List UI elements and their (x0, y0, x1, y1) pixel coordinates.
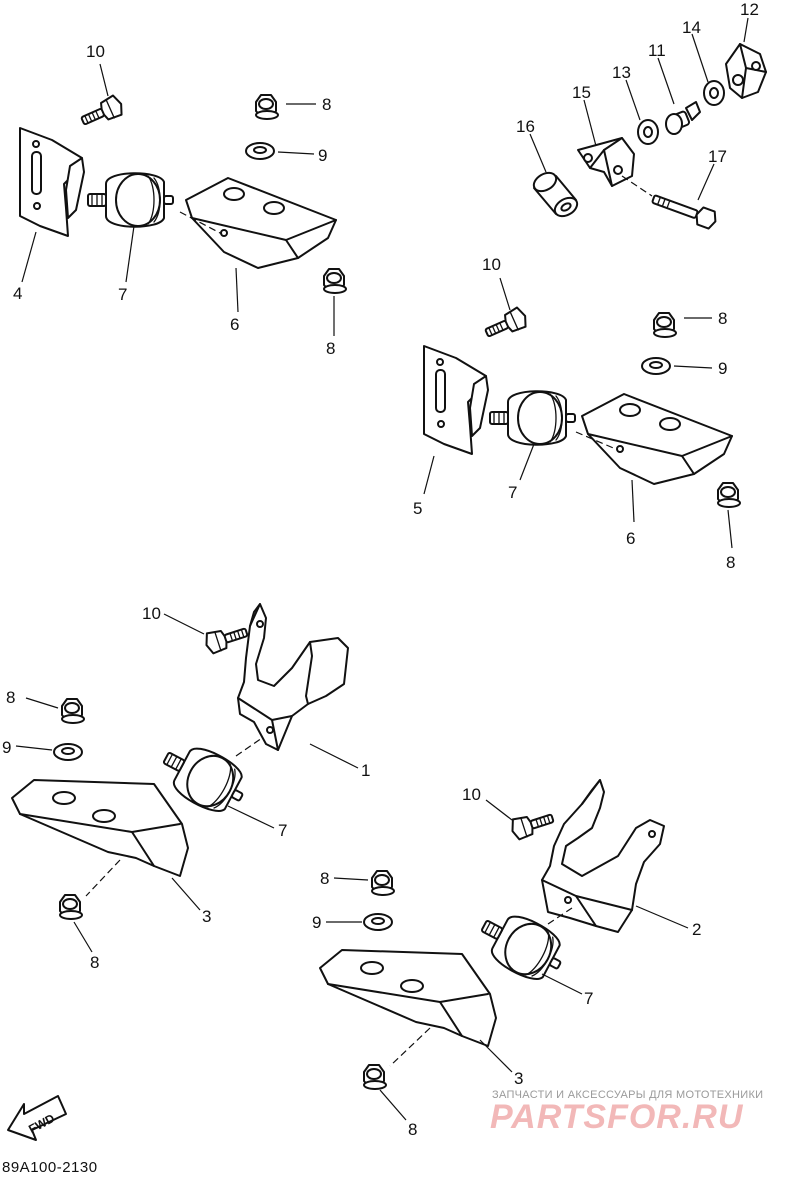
nut-part-8-c (653, 312, 677, 338)
callout-14: 14 (682, 18, 701, 37)
assembly-lower-right: 10 8 9 2 7 3 8 (312, 779, 701, 1139)
callout-9-a: 9 (318, 146, 327, 165)
nut-part-8-e (61, 698, 85, 724)
washer-part-9-d (363, 913, 393, 931)
bracket-part-2 (541, 779, 665, 933)
callout-6-b: 6 (626, 529, 635, 548)
callout-9-c: 9 (2, 738, 11, 757)
bracket-part-5 (423, 345, 489, 455)
nut-part-8-g (371, 870, 395, 896)
callout-8-e: 8 (6, 688, 15, 707)
washer-part-9-a (245, 142, 275, 160)
bolt-part-10-d (508, 806, 557, 842)
callout-10-a: 10 (86, 42, 105, 61)
bracket-part-1 (237, 603, 349, 751)
damper-part-7-b (489, 390, 576, 446)
callout-8-h: 8 (408, 1120, 417, 1139)
stay-part-3-b (319, 949, 497, 1047)
watermark-logo: PARTSFOR.RU (490, 1098, 744, 1136)
callout-13: 13 (612, 63, 631, 82)
bracket-part-4 (19, 127, 85, 237)
nut-part-14 (703, 80, 725, 106)
stay-part-3-a (11, 779, 189, 877)
damper-part-7-a (87, 172, 174, 228)
callout-4: 4 (13, 284, 22, 303)
assembly-lower-left: 10 8 9 1 7 3 8 (2, 603, 370, 972)
callout-7-d: 7 (584, 989, 593, 1008)
clevis-part-12 (725, 43, 767, 99)
callout-9-d: 9 (312, 913, 321, 932)
callout-10-b: 10 (482, 255, 501, 274)
callout-8-d: 8 (726, 553, 735, 572)
washer-part-13 (637, 119, 659, 145)
bolt-part-10-a (77, 92, 127, 132)
callout-8-a: 8 (322, 95, 331, 114)
callout-10-c: 10 (142, 604, 161, 623)
assembly-top-left: 10 8 9 4 7 6 8 (13, 42, 347, 358)
bolt-part-17 (651, 194, 717, 230)
callout-8-c: 8 (718, 309, 727, 328)
assembly-middle-right: 10 8 9 5 7 6 8 (413, 255, 741, 572)
nut-part-8-d (717, 482, 741, 508)
washer-part-9-c (53, 743, 83, 761)
callout-9-b: 9 (718, 359, 727, 378)
callout-8-f: 8 (90, 953, 99, 972)
callout-8-g: 8 (320, 869, 329, 888)
callout-1: 1 (361, 761, 370, 780)
bolt-part-10-b (481, 304, 531, 344)
plate-part-6-a (185, 177, 337, 269)
callout-15: 15 (572, 83, 591, 102)
callout-3-a: 3 (202, 907, 211, 926)
callout-17: 17 (708, 147, 727, 166)
nut-part-8-h (363, 1064, 387, 1090)
watermark-tagline: ЗАПЧАСТИ И АКСЕССУАРЫ ДЛЯ МОТОТЕХНИКИ (492, 1089, 763, 1101)
bolt-part-10-c (202, 620, 251, 656)
washer-part-9-b (641, 357, 671, 375)
callout-5: 5 (413, 499, 422, 518)
callout-2: 2 (692, 920, 701, 939)
watermark: ЗАПЧАСТИ И АКСЕССУАРЫ ДЛЯ МОТОТЕХНИКИ PA… (490, 1089, 763, 1136)
callout-7-a: 7 (118, 285, 127, 304)
callout-16: 16 (516, 117, 535, 136)
nut-part-8-a (255, 94, 279, 120)
nut-part-8-f (59, 894, 83, 920)
plate-part-6-b (581, 393, 733, 485)
callout-8-b: 8 (326, 339, 335, 358)
callout-10-d: 10 (462, 785, 481, 804)
callout-7-b: 7 (508, 483, 517, 502)
callout-12: 12 (740, 0, 759, 19)
callout-7-c: 7 (278, 821, 287, 840)
nut-part-8-b (323, 268, 347, 294)
bracket-part-15 (577, 137, 635, 187)
assembly-top-right: 12 14 11 13 15 16 17 (516, 0, 767, 230)
fwd-arrow-icon: FWD (7, 1095, 67, 1141)
drawing-code: 89A100-2130 (2, 1159, 98, 1176)
callout-6-a: 6 (230, 315, 239, 334)
callout-3-b: 3 (514, 1069, 523, 1088)
bolt-part-11 (665, 101, 701, 135)
callout-11: 11 (648, 41, 666, 60)
collar-part-16 (532, 171, 579, 218)
